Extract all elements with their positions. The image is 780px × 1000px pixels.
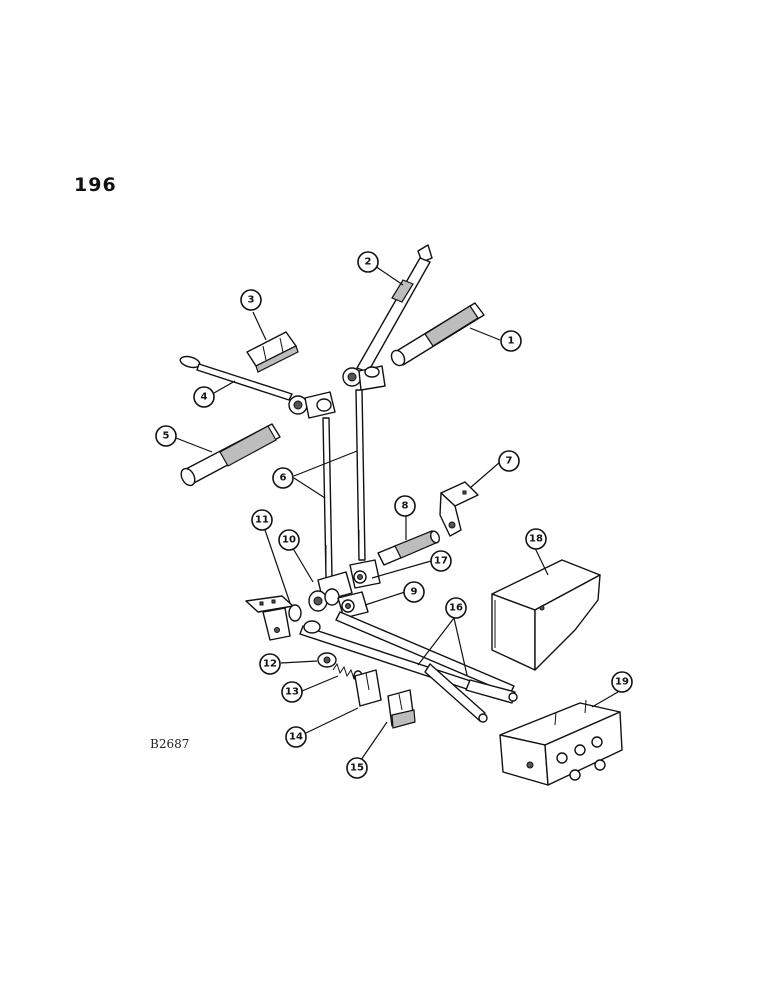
svg-text:15: 15 — [350, 763, 364, 774]
svg-text:8: 8 — [402, 501, 409, 512]
callout-12: 12 — [259, 653, 281, 675]
callout-13: 13 — [281, 681, 303, 703]
part-8-pin — [377, 530, 441, 566]
callout-3: 3 — [240, 289, 262, 311]
part-6-rods — [322, 389, 366, 579]
callout-7: 7 — [498, 450, 520, 472]
part-9-link — [337, 591, 369, 619]
svg-text:9: 9 — [411, 587, 418, 598]
callout-2: 2 — [357, 251, 379, 273]
page-number: 196 — [74, 174, 117, 196]
svg-text:16: 16 — [449, 603, 463, 614]
svg-text:12: 12 — [263, 659, 277, 670]
part-12-nut — [317, 652, 337, 668]
svg-text:3: 3 — [248, 295, 255, 306]
svg-text:18: 18 — [529, 534, 543, 545]
part-16-rods — [299, 611, 518, 723]
callout-17: 17 — [430, 550, 452, 572]
callout-11: 11 — [251, 509, 273, 531]
part-5-cylinder — [180, 423, 281, 487]
part-19-valve-block — [499, 699, 623, 786]
svg-text:2: 2 — [365, 257, 372, 268]
part-14-plate — [354, 669, 382, 707]
part-2-lever — [342, 244, 433, 391]
part-11-bracket — [245, 595, 302, 641]
callout-18: 18 — [525, 528, 547, 550]
callout-15: 15 — [346, 757, 368, 779]
callout-14: 14 — [285, 726, 307, 748]
svg-text:5: 5 — [163, 431, 170, 442]
callout-4: 4 — [193, 386, 215, 408]
part-7-bracket — [439, 481, 479, 537]
callout-19: 19 — [611, 671, 633, 693]
svg-text:19: 19 — [615, 677, 629, 688]
drawing-code: B2687 — [150, 737, 190, 751]
svg-text:4: 4 — [201, 392, 208, 403]
part-4-lever — [179, 355, 336, 419]
callout-16: 16 — [445, 597, 467, 619]
svg-text:13: 13 — [285, 687, 299, 698]
part-18-shield — [491, 559, 601, 671]
svg-text:11: 11 — [255, 515, 269, 526]
callout-9: 9 — [403, 581, 425, 603]
svg-text:17: 17 — [434, 556, 448, 567]
svg-text:14: 14 — [289, 732, 303, 743]
svg-text:10: 10 — [282, 535, 296, 546]
callout-6: 6 — [272, 467, 294, 489]
svg-text:1: 1 — [508, 336, 515, 347]
callout-1: 1 — [500, 330, 522, 352]
svg-text:6: 6 — [280, 473, 287, 484]
callout-10: 10 — [278, 529, 300, 551]
part-15-plate — [387, 689, 416, 729]
leader-lines — [175, 265, 619, 761]
part-3-bracket — [246, 331, 299, 373]
callout-5: 5 — [155, 425, 177, 447]
callout-8: 8 — [394, 495, 416, 517]
part-1-cylinder — [390, 302, 485, 367]
svg-text:7: 7 — [506, 456, 513, 467]
part-10-bushing — [308, 588, 340, 612]
